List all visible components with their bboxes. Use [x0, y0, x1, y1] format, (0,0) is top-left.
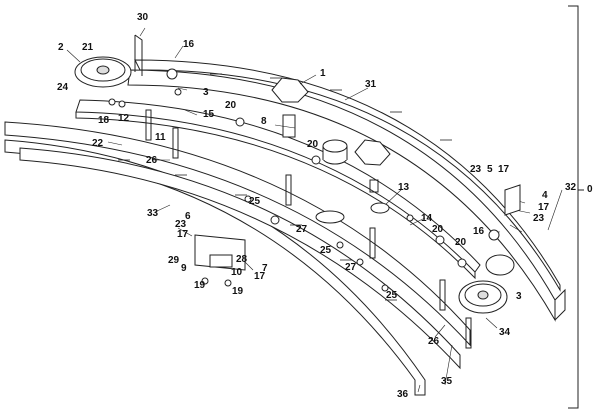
- callout-3-top: 3: [203, 87, 209, 98]
- callout-0: 0: [587, 184, 593, 195]
- callout-23-b: 23: [533, 213, 545, 224]
- callout-14: 14: [421, 213, 433, 224]
- front-rail-33: [4, 121, 471, 347]
- callout-17-b: 17: [538, 202, 550, 213]
- knob-1b: [354, 139, 391, 166]
- callout-21: 21: [82, 42, 94, 53]
- callout-20-c: 20: [432, 224, 444, 235]
- callout-25-b: 25: [320, 245, 332, 256]
- bracket-10: [209, 254, 233, 268]
- callout-28: 28: [236, 254, 248, 265]
- callout-20-d: 20: [455, 237, 467, 248]
- callout-26-a: 26: [146, 155, 158, 166]
- callout-2: 2: [58, 42, 64, 53]
- leader-lines: [66, 27, 563, 393]
- center-plate: [75, 99, 481, 273]
- callout-31: 31: [365, 79, 377, 90]
- callout-11: 11: [155, 132, 166, 143]
- callout-22: 22: [92, 138, 104, 149]
- callout-33: 33: [147, 208, 159, 219]
- callout-3-bottom: 3: [516, 291, 522, 302]
- plate-slot: [315, 210, 345, 224]
- callout-27-a: 27: [296, 224, 308, 235]
- spacer-8: [282, 114, 296, 138]
- callout-19-a: 19: [194, 280, 206, 291]
- callout-19-b: 19: [232, 286, 244, 297]
- bracket-4: [504, 184, 521, 216]
- fasteners: [108, 68, 500, 292]
- callout-23-c: 23: [175, 219, 187, 230]
- channel-rail-30-bracket: [134, 34, 143, 76]
- callout-13: 13: [398, 182, 410, 193]
- callout-17-a: 17: [498, 164, 510, 175]
- standoffs: [145, 109, 472, 349]
- callout-25-a: 25: [249, 196, 261, 207]
- callout-29: 29: [168, 255, 180, 266]
- callout-24: 24: [57, 82, 69, 93]
- callout-16: 16: [183, 39, 195, 50]
- callout-5: 5: [487, 164, 493, 175]
- callout-4: 4: [542, 190, 548, 201]
- callout-17-c: 17: [177, 229, 189, 240]
- front-rail-35: [19, 147, 461, 370]
- callout-36: 36: [397, 389, 409, 400]
- callout-27-b: 27: [345, 262, 357, 273]
- callout-32: 32: [565, 182, 577, 193]
- callout-23-a: 23: [470, 164, 482, 175]
- callout-16-b: 16: [473, 226, 485, 237]
- rail-slots: [118, 73, 452, 301]
- callout-15: 15: [203, 109, 215, 120]
- callout-18: 18: [98, 115, 110, 126]
- callout-35: 35: [441, 376, 453, 387]
- assembly-bracket: [568, 5, 579, 409]
- callout-8: 8: [261, 116, 267, 127]
- callout-30: 30: [137, 12, 149, 23]
- callout-20-b: 20: [307, 139, 319, 150]
- callout-26-b: 26: [428, 336, 440, 347]
- idler-wheel: [485, 254, 515, 276]
- callout-7: 7: [262, 263, 268, 274]
- callout-9: 9: [181, 263, 187, 274]
- callout-25-c: 25: [386, 290, 398, 301]
- callout-34: 34: [499, 327, 511, 338]
- callout-17-d: 17: [254, 271, 266, 282]
- callout-20-a: 20: [225, 100, 237, 111]
- callout-1: 1: [320, 68, 326, 79]
- washer-13: [370, 202, 390, 214]
- callout-12: 12: [118, 113, 130, 124]
- knob-1: [271, 77, 309, 103]
- callout-10: 10: [231, 267, 243, 278]
- callout-6: 6: [185, 211, 191, 222]
